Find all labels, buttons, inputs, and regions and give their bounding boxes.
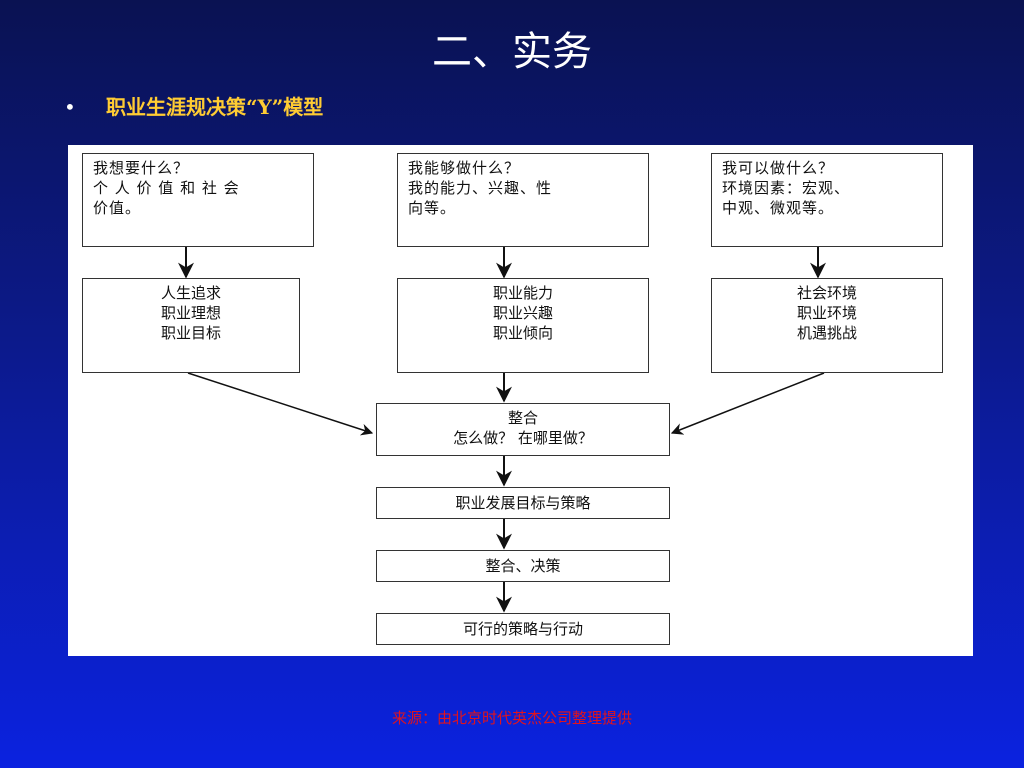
y-model-diagram: 我想要什么？ 个 人 价 值 和 社 会 价值。 我能够做什么？ 我的能力、兴趣…: [68, 145, 973, 656]
box-line: 价值。: [93, 199, 142, 217]
box-line: 怎么做？ 在哪里做？: [453, 429, 593, 447]
box-line: 整合、决策: [485, 557, 561, 575]
box-line: 我的能力、兴趣、性: [408, 179, 553, 197]
slide-title: 二、实务: [432, 29, 592, 75]
box-pursuit: 人生追求 职业理想 职业目标: [82, 278, 300, 373]
box-integrate: 整合 怎么做？ 在哪里做？: [376, 403, 670, 456]
box-decision: 整合、决策: [376, 550, 670, 582]
arrow-mid-right: [670, 372, 825, 435]
box-line: 个 人 价 值 和 社 会: [93, 179, 240, 197]
box-environment: 社会环境 职业环境 机遇挑战: [711, 278, 943, 373]
box-line: 环境因素：宏观、: [722, 179, 851, 197]
box-ability: 职业能力 职业兴趣 职业倾向: [397, 278, 649, 373]
box-line: 职业环境: [796, 304, 857, 322]
box-line: 社会环境: [796, 284, 857, 302]
box-line: 中观、微观等。: [722, 199, 835, 217]
box-may: 我可以做什么？ 环境因素：宏观、 中观、微观等。: [711, 153, 943, 247]
bullet-marker: •: [64, 95, 76, 119]
box-goal-strategy: 职业发展目标与策略: [376, 487, 670, 519]
box-can: 我能够做什么？ 我的能力、兴趣、性 向等。: [397, 153, 649, 247]
box-line: 职业目标: [160, 324, 221, 342]
box-line: 职业理想: [160, 304, 221, 322]
box-line: 可行的策略与行动: [462, 620, 583, 638]
box-line: 向等。: [408, 199, 457, 217]
box-line: 职业能力: [492, 284, 553, 302]
box-line: 职业发展目标与策略: [455, 494, 591, 512]
source-note: 来源：由北京时代英杰公司整理提供: [391, 709, 632, 727]
box-action: 可行的策略与行动: [376, 613, 670, 645]
bullet-text: 职业生涯规决策“Y”模型: [106, 95, 324, 119]
box-line: 整合: [507, 409, 538, 427]
box-want: 我想要什么？ 个 人 价 值 和 社 会 价值。: [82, 153, 314, 247]
connectors: [178, 247, 826, 613]
box-line: 我想要什么？: [93, 159, 190, 177]
box-line: 人生追求: [160, 284, 221, 302]
box-line: 我能够做什么？: [408, 159, 521, 177]
box-line: 职业兴趣: [492, 304, 553, 322]
box-line: 我可以做什么？: [722, 159, 835, 177]
bullet-point: • 职业生涯规决策“Y”模型: [64, 92, 323, 122]
arrow-mid-left: [187, 372, 374, 436]
box-line: 职业倾向: [492, 324, 553, 342]
box-line: 机遇挑战: [796, 324, 857, 342]
